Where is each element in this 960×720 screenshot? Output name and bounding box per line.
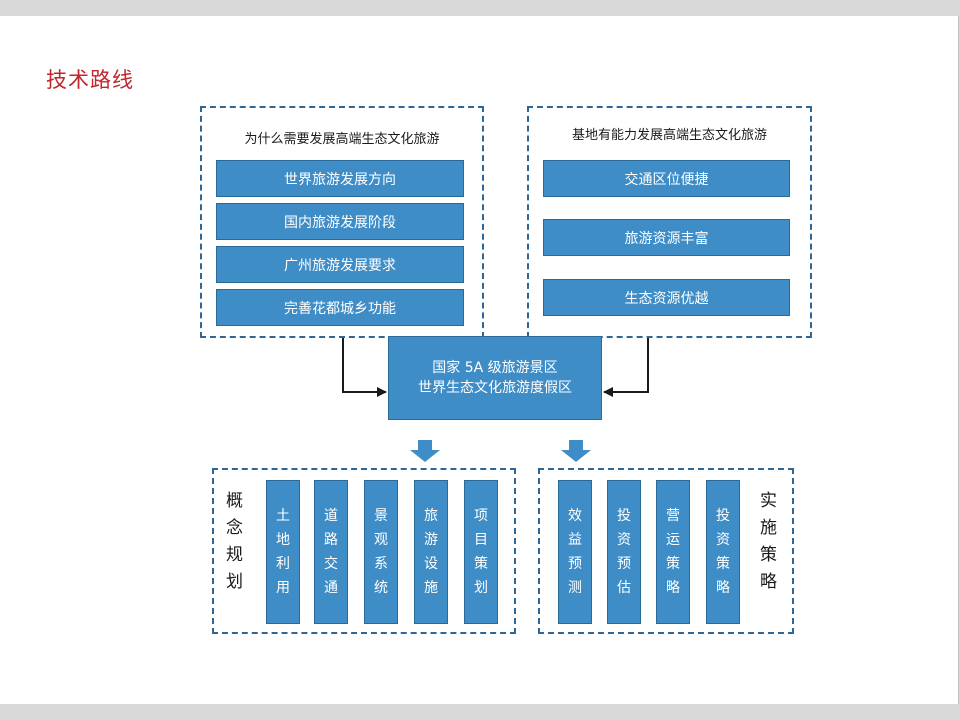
column-char: 运 [666,532,680,548]
why-item: 完善花都城乡功能 [216,289,464,326]
column-char: 益 [568,532,582,548]
column-char: 通 [324,580,338,596]
capability-panel-heading: 基地有能力发展高端生态文化旅游 [571,128,767,143]
column-char: 目 [474,532,488,548]
column-char: 土 [276,508,290,524]
slide-title: 技术路线 [46,68,134,92]
column-char: 游 [424,532,438,548]
column-char: 策 [666,556,680,572]
capability-item: 旅游资源丰富 [543,219,790,256]
column-char: 略 [666,580,680,596]
column-char: 项 [474,508,488,524]
column-char: 设 [424,556,438,572]
column-char: 预 [568,556,582,572]
why-item: 广州旅游发展要求 [216,246,464,283]
column-char: 景 [374,508,388,524]
column-char: 投 [716,508,730,524]
column-char: 预 [617,556,631,572]
column-char: 交 [324,556,338,572]
column-char: 道 [324,508,338,524]
why-item: 国内旅游发展阶段 [216,203,464,240]
goal-line-1: 国家 5A 级旅游景区 [432,360,558,376]
concept-column-project-planning: 项目 策划 [464,480,498,624]
column-char: 利 [276,556,290,572]
down-arrow-right [561,440,591,462]
right-connector-arrow [603,338,649,397]
side-label-char: 规 [226,545,243,565]
concept-column-tourism-facilities: 旅游 设施 [414,480,448,624]
column-char: 策 [474,556,488,572]
column-char: 略 [716,580,730,596]
strategy-column-operation-strategy: 营运 策略 [656,480,690,624]
why-item: 世界旅游发展方向 [216,160,464,197]
side-label-char: 念 [226,518,243,538]
strategy-column-benefit-forecast: 效益 预测 [558,480,592,624]
strategy-label: 实 施 策 略 [760,488,777,596]
column-char: 用 [276,580,290,596]
column-char: 资 [716,532,730,548]
side-label-char: 策 [760,545,777,565]
capability-item: 生态资源优越 [543,279,790,316]
side-label-char: 实 [760,491,777,511]
column-char: 统 [374,580,388,596]
column-char: 划 [474,580,488,596]
side-label-char: 划 [226,572,243,592]
strategy-column-investment-strategy: 投资 策略 [706,480,740,624]
column-char: 施 [424,580,438,596]
column-char: 系 [374,556,388,572]
concept-column-land-use: 土地 利用 [266,480,300,624]
why-panel-heading: 为什么需要发展高端生态文化旅游 [244,132,440,147]
down-arrow-left [410,440,440,462]
column-char: 地 [276,532,290,548]
column-char: 旅 [424,508,438,524]
column-char: 路 [324,532,338,548]
concept-column-landscape: 景观 系统 [364,480,398,624]
column-char: 测 [568,580,582,596]
column-char: 效 [568,508,582,524]
goal-box: 国家 5A 级旅游景区 世界生态文化旅游度假区 [388,336,602,420]
concept-label: 概 念 规 划 [226,488,243,596]
side-label-char: 概 [226,491,243,511]
side-label-char: 略 [760,572,777,592]
column-char: 策 [716,556,730,572]
goal-line-2: 世界生态文化旅游度假区 [418,380,572,396]
column-char: 资 [617,532,631,548]
column-char: 投 [617,508,631,524]
side-label-char: 施 [760,518,777,538]
concept-column-road-traffic: 道路 交通 [314,480,348,624]
capability-item: 交通区位便捷 [543,160,790,197]
column-char: 营 [666,508,680,524]
strategy-column-investment-estimate: 投资 预估 [607,480,641,624]
left-connector-arrow [342,338,387,397]
column-char: 估 [617,580,631,596]
column-char: 观 [374,532,388,548]
